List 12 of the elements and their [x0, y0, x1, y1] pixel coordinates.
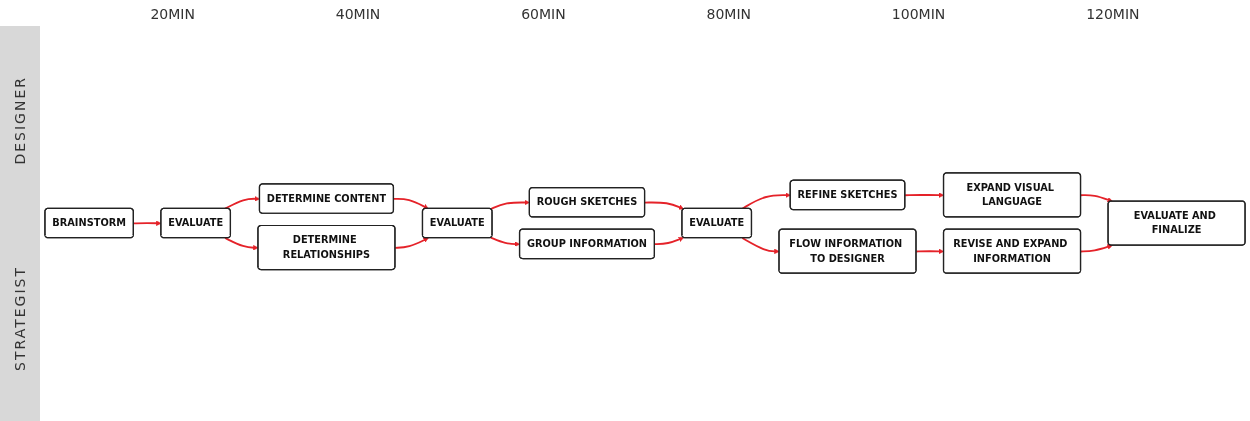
time-label: 20MIN: [149, 6, 196, 22]
lane-label: DESIGNER: [12, 76, 28, 165]
time-label: 100MIN: [890, 6, 947, 22]
time-label: 80MIN: [705, 6, 752, 22]
arrow: [741, 237, 780, 255]
lane-label: STRATEGIST: [12, 265, 28, 371]
time-label: 120MIN: [1085, 6, 1141, 22]
time-label: 40MIN: [334, 6, 382, 22]
arrow: [489, 200, 530, 211]
time-label: 60MIN: [520, 6, 567, 22]
arrow: [224, 196, 260, 211]
arrow: [394, 238, 429, 250]
